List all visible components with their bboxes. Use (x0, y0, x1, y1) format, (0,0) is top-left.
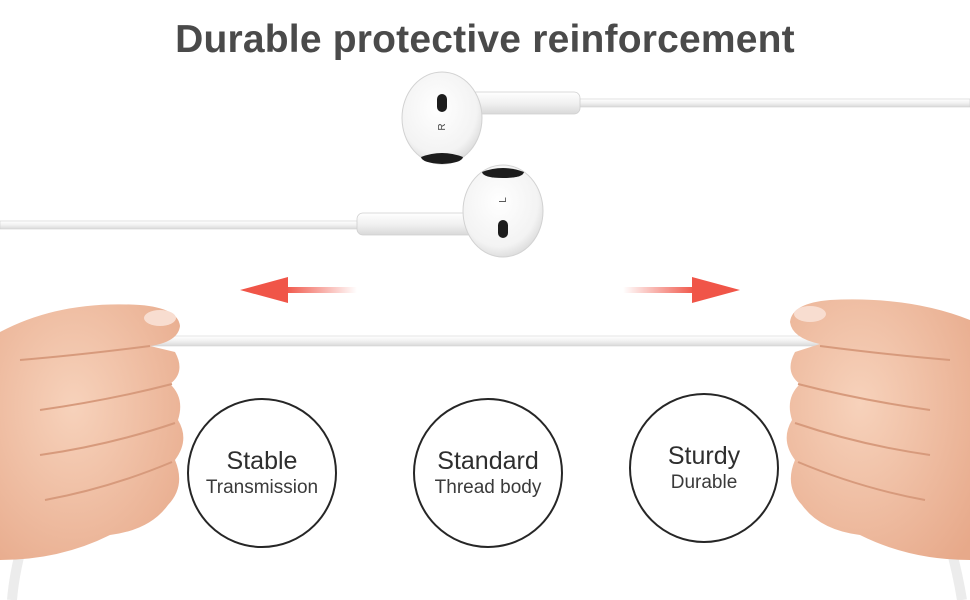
arrow-left-icon (240, 277, 357, 303)
badge-line2: Durable (670, 472, 738, 493)
right-earbud-stem (469, 91, 581, 115)
right-hand (786, 299, 970, 560)
right-earbud-mark: R (437, 123, 448, 130)
left-earbud-mark: L (498, 197, 509, 203)
left-cable (0, 220, 371, 230)
right-earbud: R (401, 71, 970, 165)
left-earbud-grill (482, 168, 524, 178)
badge-standard-thread-body: Standard Thread body (413, 398, 563, 548)
right-earbud-vent (437, 94, 447, 112)
arrow-right-icon (623, 277, 740, 303)
right-earbud-grill (421, 153, 463, 164)
left-earbud-stem (356, 212, 478, 236)
badge-line2: Thread body (434, 477, 542, 498)
stretched-cable (149, 335, 821, 347)
badge-line1: Sturdy (667, 442, 741, 470)
left-hand (0, 304, 184, 560)
badge-line1: Stable (226, 447, 298, 475)
left-earbud: L (0, 164, 544, 258)
badge-sturdy-durable: Sturdy Durable (629, 393, 779, 543)
badge-line1: Standard (437, 447, 539, 475)
badge-stable-transmission: Stable Transmission (187, 398, 337, 548)
left-earbud-vent (498, 220, 508, 238)
right-cable (559, 98, 970, 108)
badge-line2: Transmission (205, 477, 319, 498)
page-title: Durable protective reinforcement (175, 18, 795, 61)
